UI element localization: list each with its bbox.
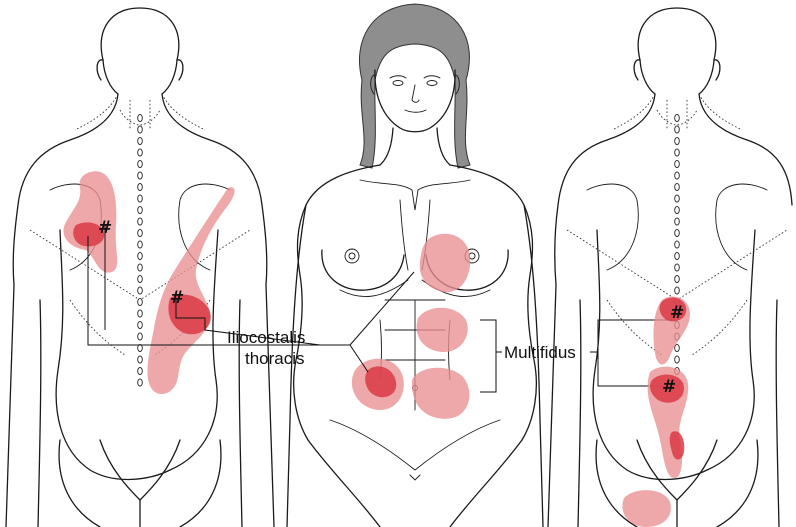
center-face <box>375 70 455 132</box>
spinous-process-dot <box>675 183 680 190</box>
spinous-process-dot <box>138 241 143 248</box>
spinous-process-dot <box>675 218 680 225</box>
right-head <box>638 8 716 94</box>
spinous-process-dot <box>138 298 143 305</box>
multifidus-label: Multifidus <box>504 343 576 362</box>
spinous-process-dot <box>138 137 143 144</box>
spinous-process-dot <box>675 356 680 363</box>
right-trigger-point-lower: # <box>662 377 676 397</box>
right-trigger-point-upper: # <box>670 303 684 323</box>
spinous-process-dot <box>675 160 680 167</box>
spinous-process-dot <box>138 172 143 179</box>
spinous-process-dot <box>675 264 680 271</box>
spinous-process-dot <box>138 275 143 282</box>
spinous-process-dot <box>675 195 680 202</box>
right-zone-thigh <box>622 490 670 527</box>
left-pain-zones <box>63 171 234 394</box>
spinous-process-dot <box>138 333 143 340</box>
center-front-figure <box>287 4 543 527</box>
spinous-process-dot <box>675 206 680 213</box>
left-trigger-point-lower: # <box>170 288 184 308</box>
center-zone-abdomen-upper <box>417 308 468 352</box>
center-pain-zones <box>352 234 470 419</box>
spinous-process-dot <box>138 160 143 167</box>
spinous-process-dot <box>675 344 680 351</box>
right-pain-zones <box>622 296 690 527</box>
spinous-process-dot <box>138 183 143 190</box>
center-zone-chest <box>420 234 470 292</box>
spinous-process-dot <box>138 379 143 386</box>
right-torso-outline <box>555 94 792 285</box>
spinous-process-dot <box>138 114 143 121</box>
spinous-process-dot <box>138 206 143 213</box>
iliocostalis-label-line1: Iliocostalis <box>227 328 305 347</box>
spinous-process-dot <box>138 218 143 225</box>
center-zone-lower-right <box>412 368 469 419</box>
spinous-process-dot <box>138 310 143 317</box>
spinous-process-dot <box>138 367 143 374</box>
spinous-process-dot <box>138 264 143 271</box>
spinous-process-dot <box>675 241 680 248</box>
spinous-process-dot <box>138 229 143 236</box>
spinous-process-dot <box>138 252 143 259</box>
spinous-process-dot <box>138 195 143 202</box>
spinous-process-dot <box>675 275 680 282</box>
iliocostalis-label-line2: thoracis <box>245 349 305 368</box>
spinous-process-dot <box>675 252 680 259</box>
spinous-process-dot <box>138 149 143 156</box>
spinous-process-dot <box>138 356 143 363</box>
spinous-process-dot <box>675 114 680 121</box>
spinous-process-dot <box>138 126 143 133</box>
spinous-process-dot <box>675 149 680 156</box>
left-zone-diagonal <box>147 187 234 394</box>
spinous-process-dot <box>675 287 680 294</box>
left-head <box>101 8 179 94</box>
spinous-process-dot <box>675 172 680 179</box>
spinous-process-dot <box>138 321 143 328</box>
spinous-process-dot <box>675 229 680 236</box>
spinous-process-dot <box>138 287 143 294</box>
spinous-process-dot <box>675 137 680 144</box>
spinous-process-dot <box>675 126 680 133</box>
